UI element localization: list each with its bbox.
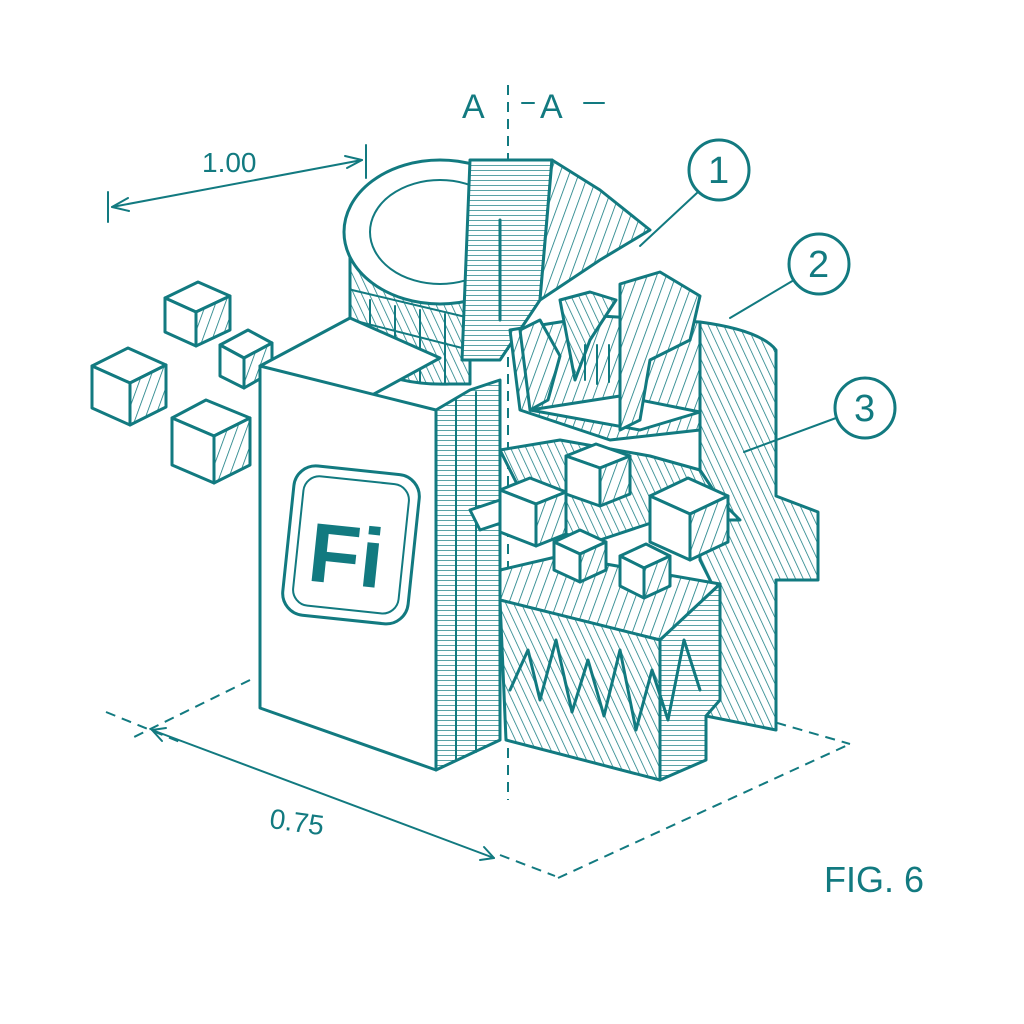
- main-housing: [258, 316, 502, 772]
- callout-3-label: 3: [854, 388, 875, 430]
- cube: [90, 346, 168, 427]
- section-label-left: A: [462, 88, 485, 126]
- logo-text: Fi: [304, 505, 388, 606]
- inner-cube: [498, 476, 568, 548]
- top-dimension-value: 1.00: [202, 147, 257, 178]
- inner-cube: [564, 442, 632, 508]
- inner-cube: [618, 542, 672, 600]
- callout-1-label: 1: [708, 150, 729, 192]
- callout-2: 2: [729, 232, 851, 319]
- bottom-dimension: [105, 679, 851, 879]
- cutaway-section: [468, 270, 820, 782]
- section-label-right: A: [540, 88, 563, 126]
- callout-2-label: 2: [808, 244, 829, 286]
- cylinder-stack: [342, 158, 652, 386]
- figure-caption: FIG. 6: [824, 859, 924, 900]
- inner-cube: [552, 528, 608, 584]
- callout-1: 1: [639, 138, 751, 247]
- top-dimension: [107, 144, 367, 223]
- cube: [170, 398, 252, 485]
- inner-cube: [648, 476, 730, 562]
- logo-badge: Fi: [281, 464, 421, 626]
- callout-3: 3: [743, 376, 897, 453]
- floating-cubes: [90, 280, 274, 485]
- bottom-dimension-value: 0.75: [268, 803, 326, 841]
- cube: [163, 280, 232, 348]
